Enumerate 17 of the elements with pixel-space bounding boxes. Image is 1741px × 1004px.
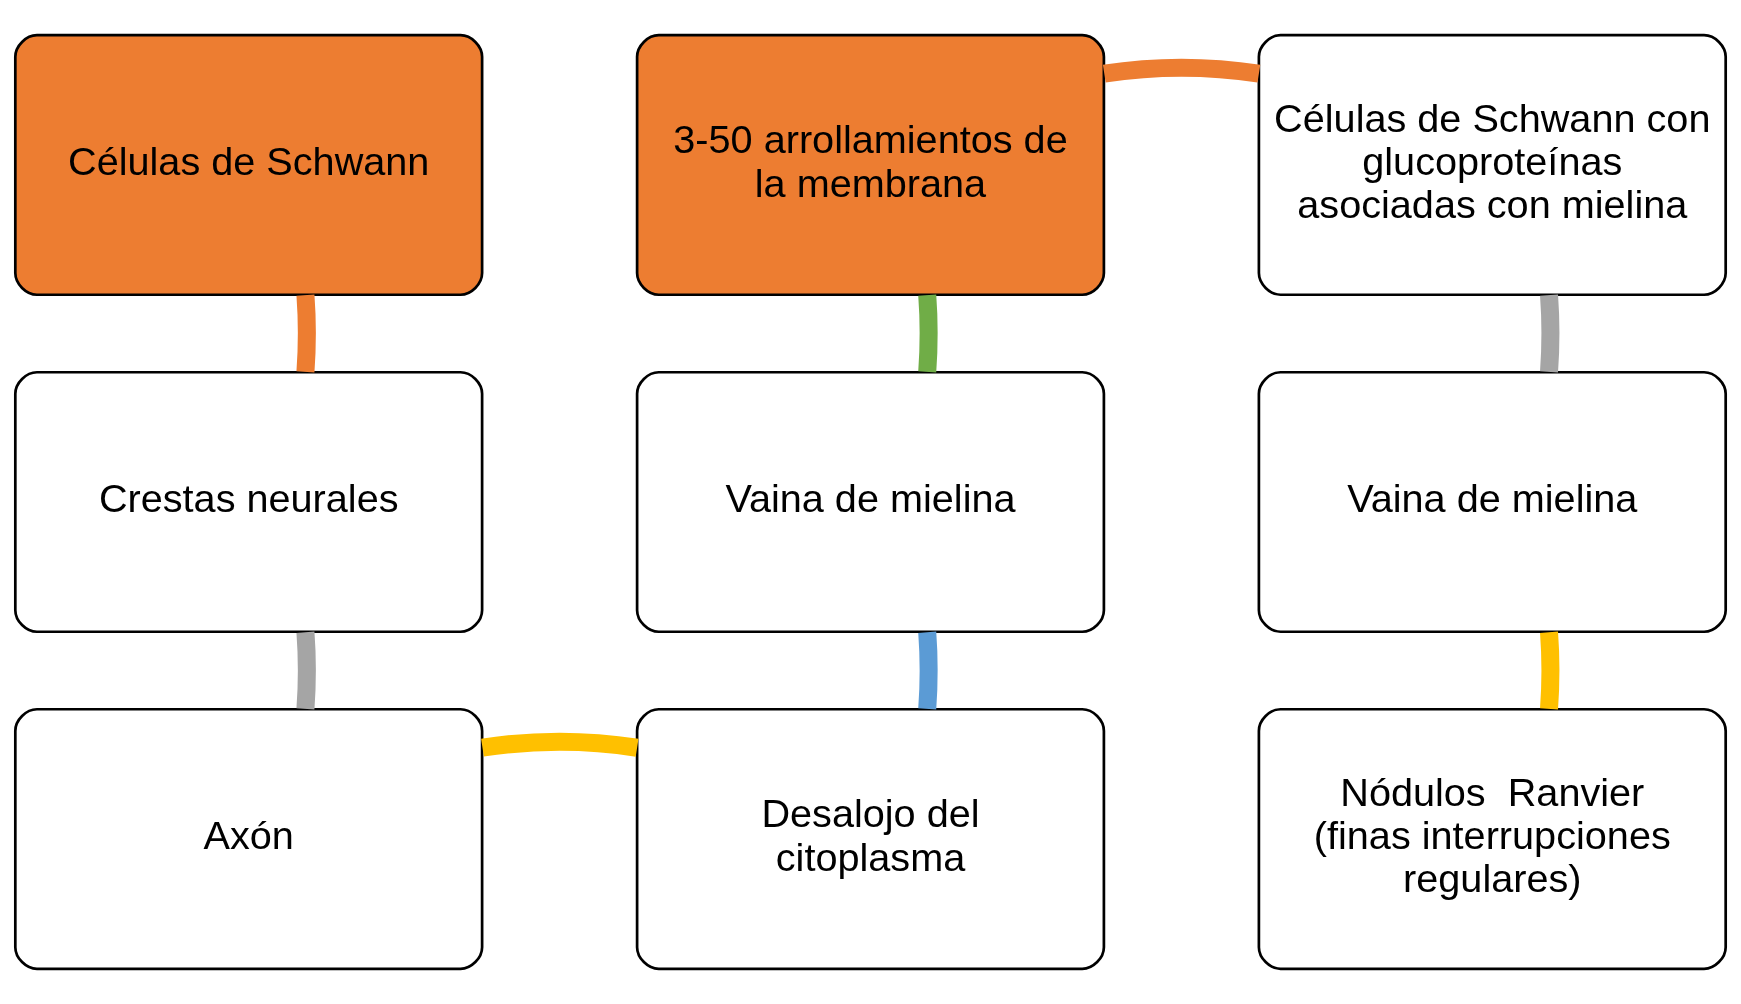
node-box: 3-50 arrollamientos de la membrana: [635, 33, 1106, 297]
node-box: Vaina de mielina: [635, 370, 1106, 634]
connector: [918, 631, 938, 710]
connector: [296, 294, 316, 373]
connector: [1103, 58, 1261, 83]
connector: [918, 294, 938, 373]
connector: [1540, 631, 1560, 710]
connector: [296, 631, 316, 710]
node-box: Crestas neurales: [13, 370, 484, 634]
node-box: Vaina de mielina: [1257, 370, 1728, 634]
node-box: Células de Schwann con glucoproteínas asociadas con mielina: [1257, 33, 1728, 297]
connector: [1540, 294, 1560, 373]
node-box: Desalojo del citoplasma: [635, 707, 1106, 971]
node-box: Nódulos Ranvier (finas interrupciones regulares): [1257, 707, 1728, 971]
node-box: Axón: [13, 707, 484, 971]
connector: [481, 732, 639, 757]
node-box: Células de Schwann: [13, 33, 484, 297]
